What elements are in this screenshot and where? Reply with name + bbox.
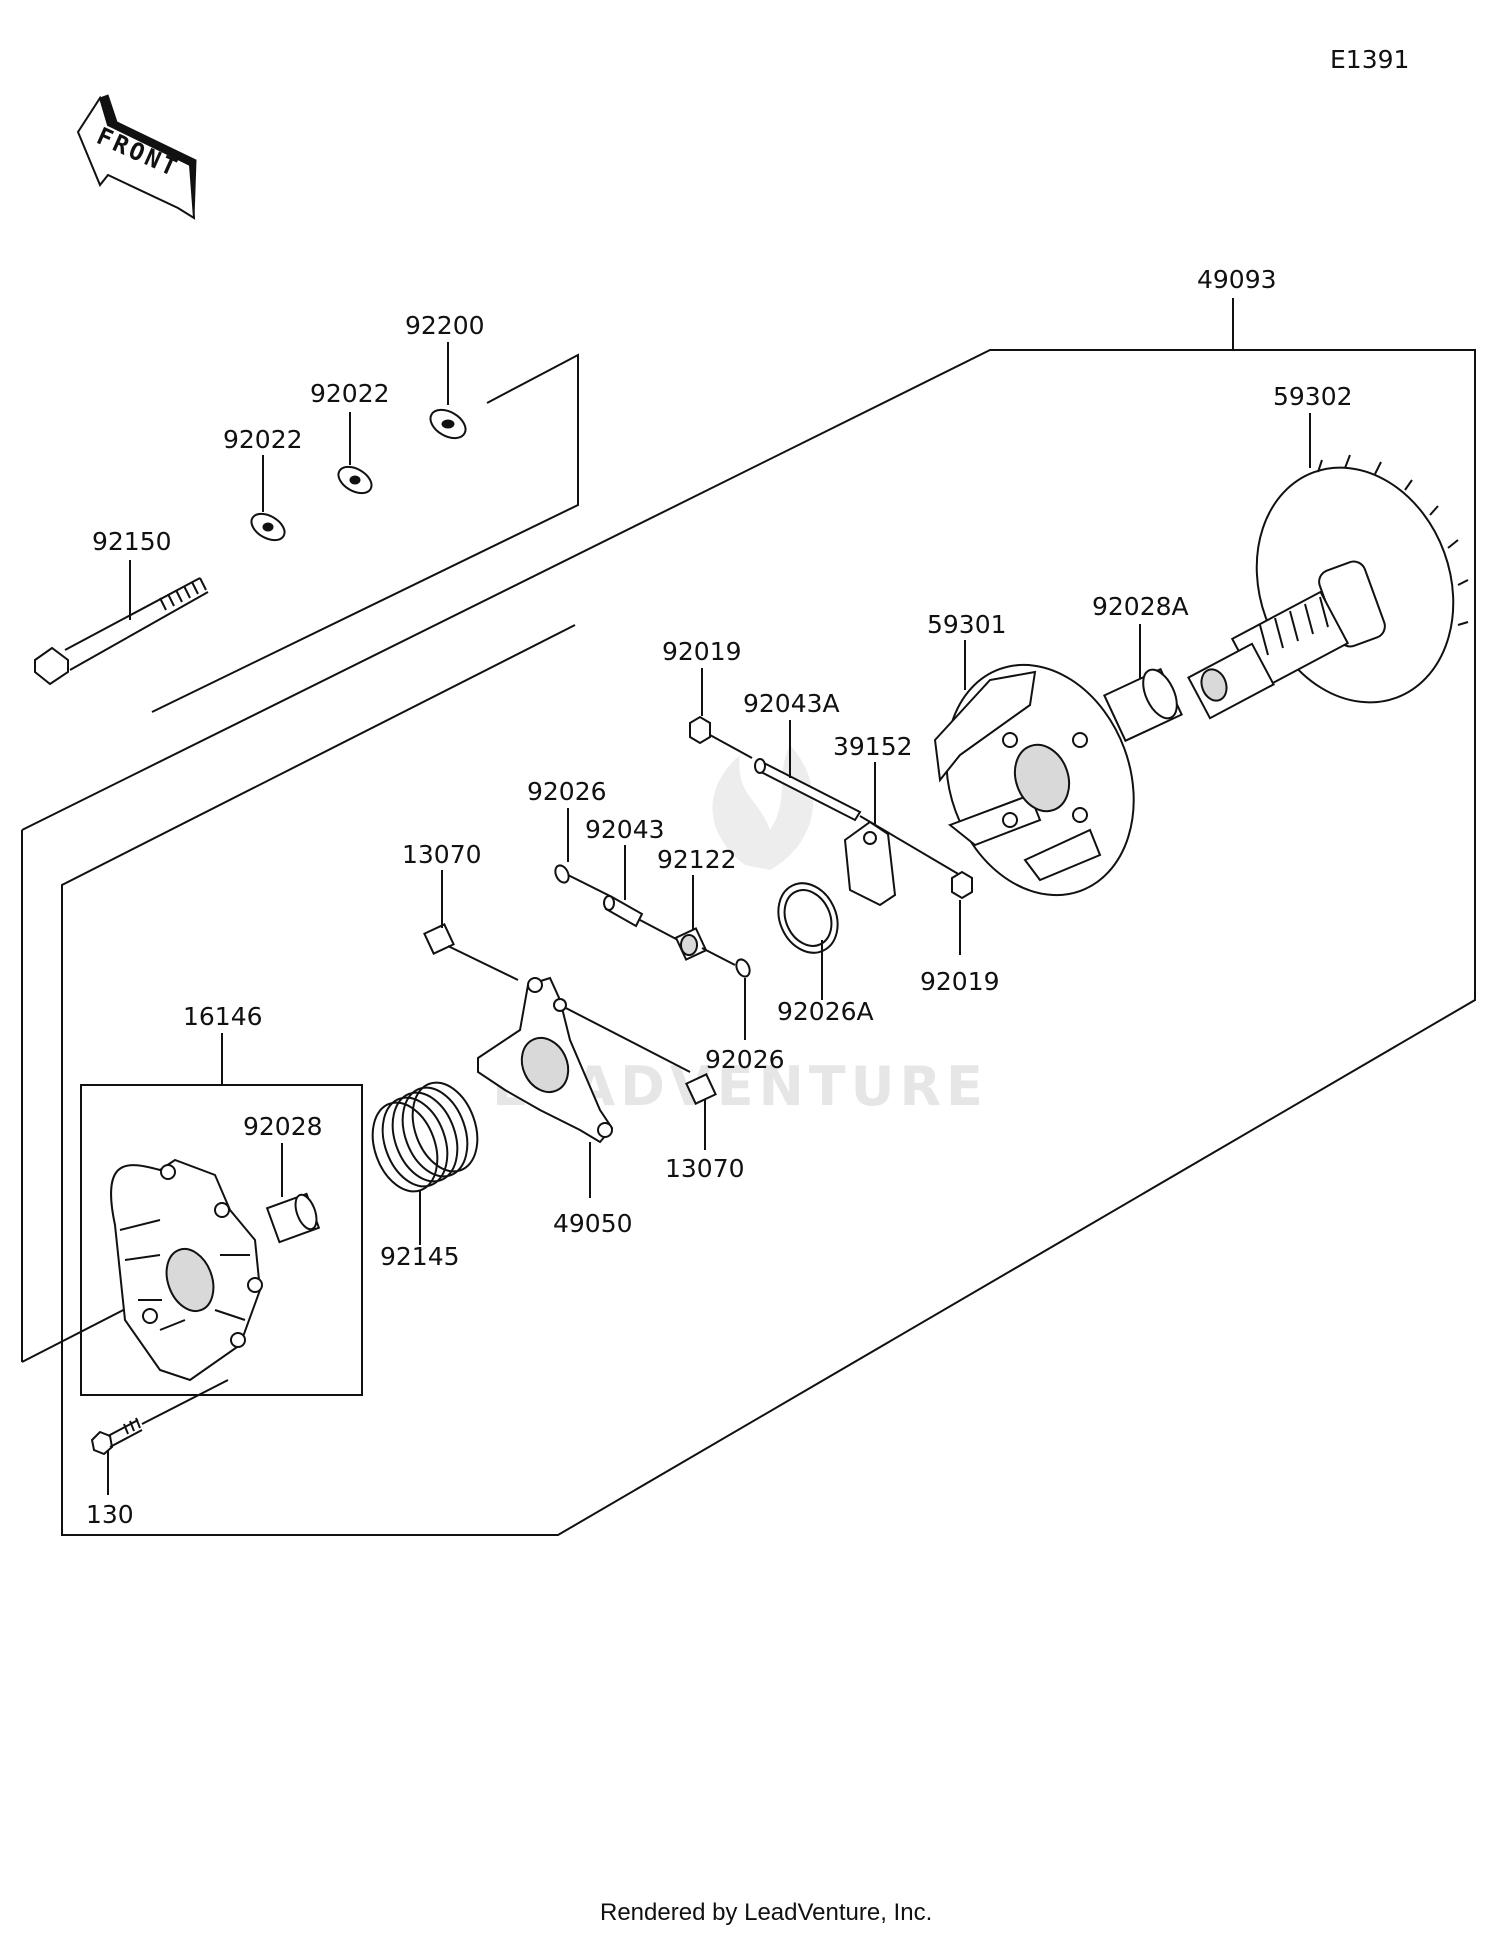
label-49093: 49093 bbox=[1197, 265, 1277, 294]
roller-92122 bbox=[674, 927, 708, 961]
ring-92026A bbox=[777, 882, 839, 954]
label-13070-top: 13070 bbox=[402, 840, 482, 869]
label-92028A: 92028A bbox=[1092, 592, 1189, 621]
label-92026-top: 92026 bbox=[527, 777, 607, 806]
label-92200: 92200 bbox=[405, 311, 485, 340]
pin-92043 bbox=[603, 895, 644, 928]
label-92019-top: 92019 bbox=[662, 637, 742, 666]
diagram-code: E1391 bbox=[1330, 45, 1409, 74]
label-92150: 92150 bbox=[92, 527, 172, 556]
bolt-92150 bbox=[34, 577, 209, 686]
bushing-92028 bbox=[265, 1192, 321, 1244]
fixed-sheave bbox=[933, 663, 1135, 897]
ring-92026-top bbox=[554, 864, 570, 884]
spider-49050 bbox=[477, 976, 614, 1144]
label-92019-bottom: 92019 bbox=[920, 967, 1000, 996]
label-39152: 39152 bbox=[833, 732, 913, 761]
spring-92145 bbox=[371, 1081, 479, 1193]
movable-sheave-plate bbox=[1187, 454, 1469, 720]
footer-credit: Rendered by LeadVenture, Inc. bbox=[600, 1899, 932, 1926]
label-92026-bottom: 92026 bbox=[705, 1045, 785, 1074]
label-13070-bottom: 13070 bbox=[665, 1154, 745, 1183]
roller-13070-top bbox=[423, 923, 455, 955]
ring-92026-bottom bbox=[735, 958, 751, 978]
washer-92200 bbox=[429, 408, 467, 440]
nut-92019-top bbox=[689, 715, 711, 745]
label-92022-upper: 92022 bbox=[310, 379, 390, 408]
bushing-92028A bbox=[1103, 667, 1183, 743]
label-92026A: 92026A bbox=[777, 997, 874, 1026]
label-130: 130 bbox=[86, 1500, 134, 1529]
bolt-130 bbox=[90, 1417, 143, 1456]
nut-92019-bottom bbox=[951, 870, 973, 900]
label-92022-lower: 92022 bbox=[223, 425, 303, 454]
label-16146: 16146 bbox=[183, 1002, 263, 1031]
label-92043A: 92043A bbox=[743, 689, 840, 718]
roller-13070-bottom bbox=[685, 1073, 717, 1105]
label-59301: 59301 bbox=[927, 610, 1007, 639]
washer-92022-upper bbox=[337, 465, 373, 495]
label-59302: 59302 bbox=[1273, 382, 1353, 411]
shaft-92043A bbox=[754, 758, 862, 822]
label-92122: 92122 bbox=[657, 845, 737, 874]
label-92145: 92145 bbox=[380, 1242, 460, 1271]
washer-92022-lower bbox=[250, 512, 286, 542]
assembly-frame bbox=[21, 298, 1476, 1536]
label-92028: 92028 bbox=[243, 1112, 323, 1141]
washer-bracket bbox=[151, 353, 579, 713]
label-92043: 92043 bbox=[585, 815, 665, 844]
label-49050: 49050 bbox=[553, 1209, 633, 1238]
centrifugal-weight-39152 bbox=[843, 820, 897, 907]
front-arrow-icon: FRONT bbox=[76, 94, 197, 220]
cover-plate-16146 bbox=[110, 1158, 263, 1382]
